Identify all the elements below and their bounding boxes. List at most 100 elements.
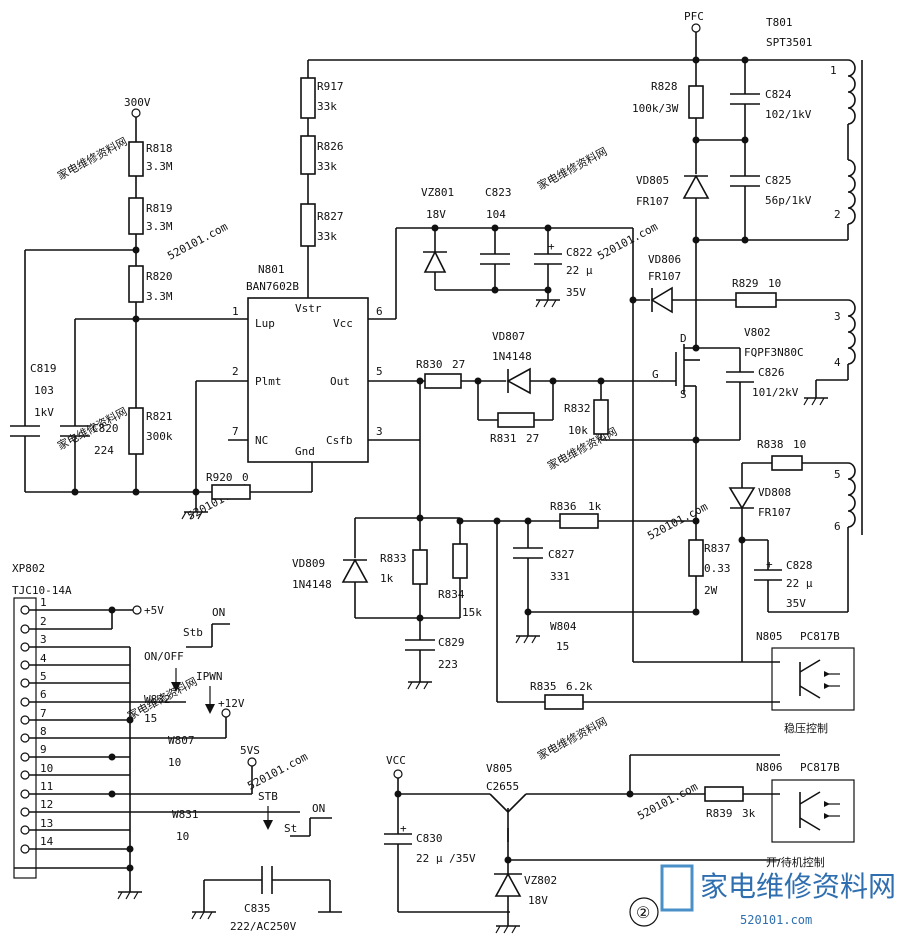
pin-num-5: 5 — [40, 670, 47, 683]
r829-value: 10 — [768, 277, 781, 290]
n806-ref: N806 — [756, 761, 783, 774]
connector-pin — [20, 642, 30, 652]
c819-value: 103 — [34, 384, 54, 397]
vz801-value: 18V — [426, 208, 446, 221]
resistor-r821 — [128, 407, 144, 455]
vz802-ref: VZ802 — [524, 874, 557, 887]
transformer-ref: T801 — [766, 16, 793, 29]
v802-g: G — [652, 368, 659, 381]
resistor-r833 — [412, 549, 428, 585]
ic-ref: N801 — [258, 263, 285, 276]
pin-num-1: 1 — [40, 596, 47, 609]
c830-ref: C830 — [416, 832, 443, 845]
r818-ref: R818 — [146, 142, 173, 155]
connector-pin — [20, 697, 30, 707]
n805-caption: 稳压控制 — [784, 721, 828, 735]
resistor-r832 — [593, 399, 609, 435]
diode-vd808 — [728, 487, 756, 510]
connector-part: TJC10-14A — [12, 584, 72, 597]
label-st-lower: St — [284, 822, 297, 835]
pin-num-6: 6 — [40, 688, 47, 701]
pin-num-7: 7 — [40, 707, 47, 720]
c824-value: 102/1kV — [765, 108, 812, 121]
c828-ref: C828 — [786, 559, 813, 572]
connector-pin — [20, 844, 30, 854]
r830-value: 27 — [452, 358, 465, 371]
resistor-r829 — [735, 292, 777, 308]
vd808-value: FR107 — [758, 506, 791, 519]
label-on-lower: ON — [312, 802, 325, 815]
zener-vz802 — [494, 872, 522, 897]
diode-vd805 — [682, 174, 710, 199]
r834-value: 15k — [462, 606, 482, 619]
c827-value: 331 — [550, 570, 570, 583]
c823-ref: C823 — [485, 186, 512, 199]
pin-num-12: 12 — [40, 798, 53, 811]
connector-pin-leads — [29, 609, 130, 850]
watermark-text: 家电维修资料网 — [535, 144, 610, 193]
connector-pin — [20, 733, 30, 743]
r838-value: 10 — [793, 438, 806, 451]
transformer-pin-2: 2 — [834, 208, 841, 221]
n806-part: PC817B — [800, 761, 840, 774]
w832-ref: W832 — [144, 693, 171, 706]
v805-ref: V805 — [486, 762, 513, 775]
vd809-value: 1N4148 — [292, 578, 332, 591]
ic-pin-vcc: Vcc — [333, 317, 353, 330]
net-label-plus5v: +5V — [144, 604, 164, 617]
net-label-5vs: 5VS — [240, 744, 260, 757]
v802-s: S — [680, 388, 687, 401]
transformer-pin-4: 4 — [834, 356, 841, 369]
net-label-plus12v: +12V — [218, 697, 245, 710]
v802-d: D — [680, 332, 687, 345]
r830-ref: R830 — [416, 358, 443, 371]
connector-pin — [20, 624, 30, 634]
net-terminal — [221, 708, 231, 718]
c828-plus: + — [766, 558, 773, 571]
ic-part: BAN7602B — [246, 280, 299, 293]
c830-value: 22 μ /35V — [416, 852, 476, 865]
resistor-r917 — [300, 77, 316, 119]
pin-num-10: 10 — [40, 762, 53, 775]
r828-value: 100k/3W — [632, 102, 679, 115]
r819-value: 3.3M — [146, 220, 173, 233]
net-label-300v: 300V — [124, 96, 151, 109]
resistor-r828 — [688, 85, 704, 119]
r818-value: 3.3M — [146, 160, 173, 173]
ic-pin-num-5: 5 — [376, 365, 383, 378]
resistor-r820 — [128, 265, 144, 303]
r835-ref: R835 — [530, 680, 557, 693]
connector-pin — [20, 789, 30, 799]
c822-value: 22 μ — [566, 264, 593, 277]
resistor-r819 — [128, 197, 144, 235]
vd805-value: FR107 — [636, 195, 669, 208]
watermark-text: 家电维修资料网 — [55, 134, 130, 183]
vd806-ref: VD806 — [648, 253, 681, 266]
net-terminal — [691, 23, 701, 33]
watermark-text: 520101.com — [165, 220, 230, 263]
resistor-r920 — [211, 484, 251, 500]
n805-part: PC817B — [800, 630, 840, 643]
r828-ref: R828 — [651, 80, 678, 93]
transformer-pin-3: 3 — [834, 310, 841, 323]
connector-pin — [20, 678, 30, 688]
n805-ref: N805 — [756, 630, 783, 643]
ic-pin-csfb: Csfb — [326, 434, 353, 447]
r831-ref: R831 — [490, 432, 517, 445]
r820-value: 3.3M — [146, 290, 173, 303]
c835-ref: C835 — [244, 902, 271, 915]
pin-num-13: 13 — [40, 817, 53, 830]
transformer-pin-6: 6 — [834, 520, 841, 533]
r839-ref: R839 — [706, 807, 733, 820]
resistor-r831 — [497, 412, 535, 428]
c826-value: 101/2kV — [752, 386, 799, 399]
resistor-r838 — [771, 455, 803, 471]
w804-ref: W804 — [550, 620, 577, 633]
transformer-pin-5: 5 — [834, 468, 841, 481]
c827-ref: C827 — [548, 548, 575, 561]
r837-value: 0.33 — [704, 562, 731, 575]
connector-pin — [20, 770, 30, 780]
c828-value: 22 μ — [786, 577, 813, 590]
ic-pin-nc: NC — [255, 434, 268, 447]
label-stb-mid: STB — [258, 790, 278, 803]
